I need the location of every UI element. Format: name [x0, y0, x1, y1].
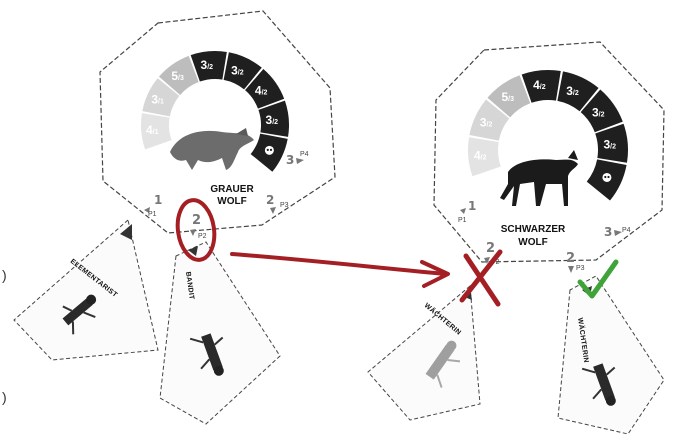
enemy-name-line2: WOLF	[217, 196, 246, 207]
svg-text:P2: P2	[198, 233, 207, 240]
svg-text:P3: P3	[280, 202, 289, 209]
hero-card-waechterin-left[interactable]: WÄCHTERIN	[368, 286, 480, 420]
hero-card-bandit[interactable]: BANDIT	[160, 242, 280, 424]
svg-text:2: 2	[192, 213, 201, 228]
svg-text:P1: P1	[458, 217, 467, 224]
svg-text:P3: P3	[576, 265, 585, 272]
svg-text:P4: P4	[300, 151, 309, 158]
svg-text:2: 2	[266, 193, 274, 207]
svg-text:2: 2	[566, 251, 575, 266]
svg-text:3: 3	[604, 225, 612, 239]
svg-text:3: 3	[286, 153, 294, 167]
hero-card-elementarist[interactable]: ELEMENTARIST	[14, 220, 158, 360]
edge-mark-top: )	[2, 267, 7, 283]
move-arrow	[232, 254, 446, 274]
svg-text:P1: P1	[148, 211, 157, 218]
skull-eye	[607, 176, 609, 178]
skull-eye	[604, 176, 606, 178]
skull-eye	[267, 149, 269, 151]
skull-icon	[265, 146, 274, 155]
enemy-name-line2: WOLF	[518, 237, 547, 248]
hero-card-waechterin-right[interactable]: WÄCHTERIN	[558, 276, 664, 434]
arrow-icon	[568, 266, 574, 273]
enemy-name-line1: SCHWARZER	[501, 224, 566, 235]
svg-text:1: 1	[468, 199, 476, 213]
edge-mark-bottom: )	[2, 389, 7, 405]
enemy-name-line1: GRAUER	[210, 184, 254, 195]
skull-icon	[602, 173, 611, 182]
svg-text:2: 2	[486, 241, 495, 256]
svg-text:P4: P4	[622, 227, 631, 234]
svg-text:1: 1	[154, 193, 162, 207]
skull-eye	[270, 149, 272, 151]
arrow-icon	[190, 229, 196, 236]
